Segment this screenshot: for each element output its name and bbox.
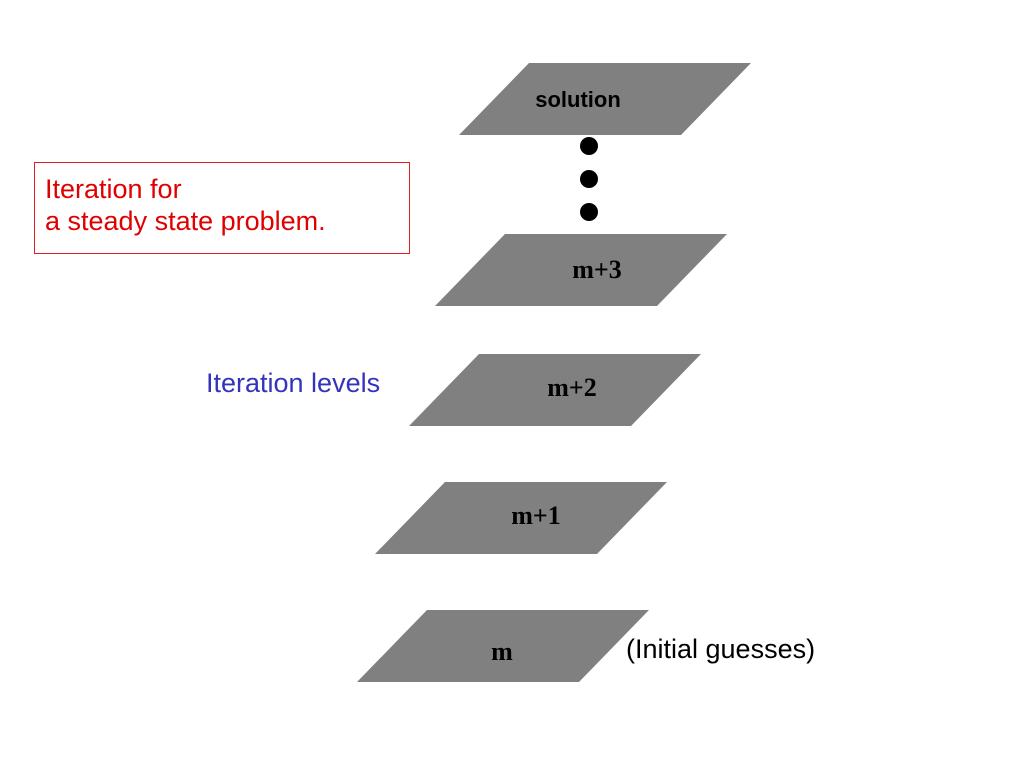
level-label-0: solution <box>535 87 621 112</box>
level-label-1: m+3 <box>572 255 621 284</box>
ellipsis-dot-1 <box>580 170 598 188</box>
title-box: Iteration for a steady state problem. <box>34 162 410 254</box>
level-shape-0 <box>459 63 751 135</box>
level-shape-2 <box>409 354 701 426</box>
iteration-levels-label: Iteration levels <box>206 368 381 398</box>
level-label-3: m+1 <box>511 501 560 530</box>
title-line-1: Iteration for <box>45 174 182 204</box>
initial-guesses-label: (Initial guesses) <box>626 634 816 664</box>
ellipsis-dot-0 <box>580 137 598 155</box>
iteration-levels-group: solution m+3 m+2 m+1 m <box>357 63 751 682</box>
level-shape-1 <box>435 234 727 306</box>
ellipsis-dot-2 <box>580 203 598 221</box>
level-label-2: m+2 <box>547 373 596 402</box>
level-shape-4 <box>357 610 649 682</box>
level-label-4: m <box>491 637 513 666</box>
ellipsis-dots <box>580 137 598 221</box>
level-shape-3 <box>375 482 667 554</box>
title-line-2: a steady state problem. <box>45 206 326 236</box>
